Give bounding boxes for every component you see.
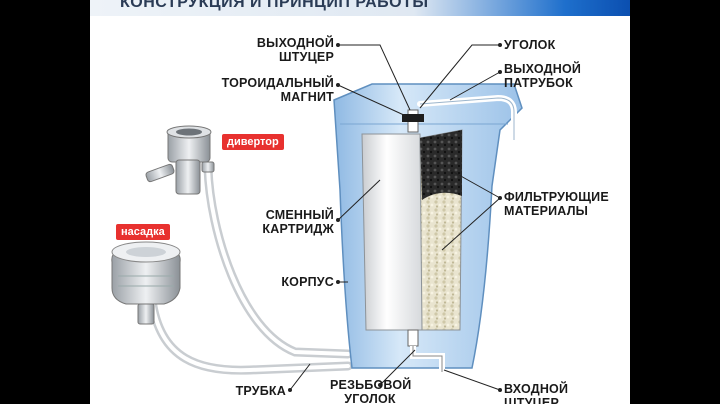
label-threaded-corner: РЕЗЬБОВОЙ УГОЛОК (330, 378, 412, 404)
diverter-icon (145, 125, 215, 195)
filter-diagram (111, 43, 523, 392)
label-replaceable-cartridge: СМЕННЫЙ КАРТРИДЖ (262, 208, 334, 236)
tag-nozzle: насадка (116, 224, 170, 240)
label-toroidal-magnet: ТОРОИДАЛЬНЫЙ МАГНИТ (221, 76, 334, 104)
label-outlet-fitting: ВЫХОДНОЙ ШТУЦЕР (256, 36, 334, 64)
label-elbow: УГОЛОК (504, 38, 556, 52)
label-filter-materials: ФИЛЬТРУЮЩИЕ МАТЕРИАЛЫ (504, 190, 609, 218)
filter-housing (333, 83, 523, 372)
tube (147, 163, 353, 375)
label-tube: ТРУБКА (235, 384, 286, 398)
label-inlet-fitting: ВХОДНОЙ ШТУЦЕР (504, 382, 569, 404)
label-outlet-spout: ВЫХОДНОЙ ПАТРУБОК (504, 62, 582, 90)
title-bar: КОНСТРУКЦИЯ И ПРИНЦИП РАБОТЫ (90, 0, 630, 16)
tag-diverter: дивертор (222, 134, 284, 150)
leader-lines (289, 44, 501, 391)
nozzle-icon (111, 241, 181, 325)
page-title: КОНСТРУКЦИЯ И ПРИНЦИП РАБОТЫ (120, 0, 429, 11)
label-housing: КОРПУС (281, 275, 334, 289)
leader-dots (288, 43, 502, 392)
diagram-canvas: КОНСТРУКЦИЯ И ПРИНЦИП РАБОТЫ (90, 0, 630, 404)
